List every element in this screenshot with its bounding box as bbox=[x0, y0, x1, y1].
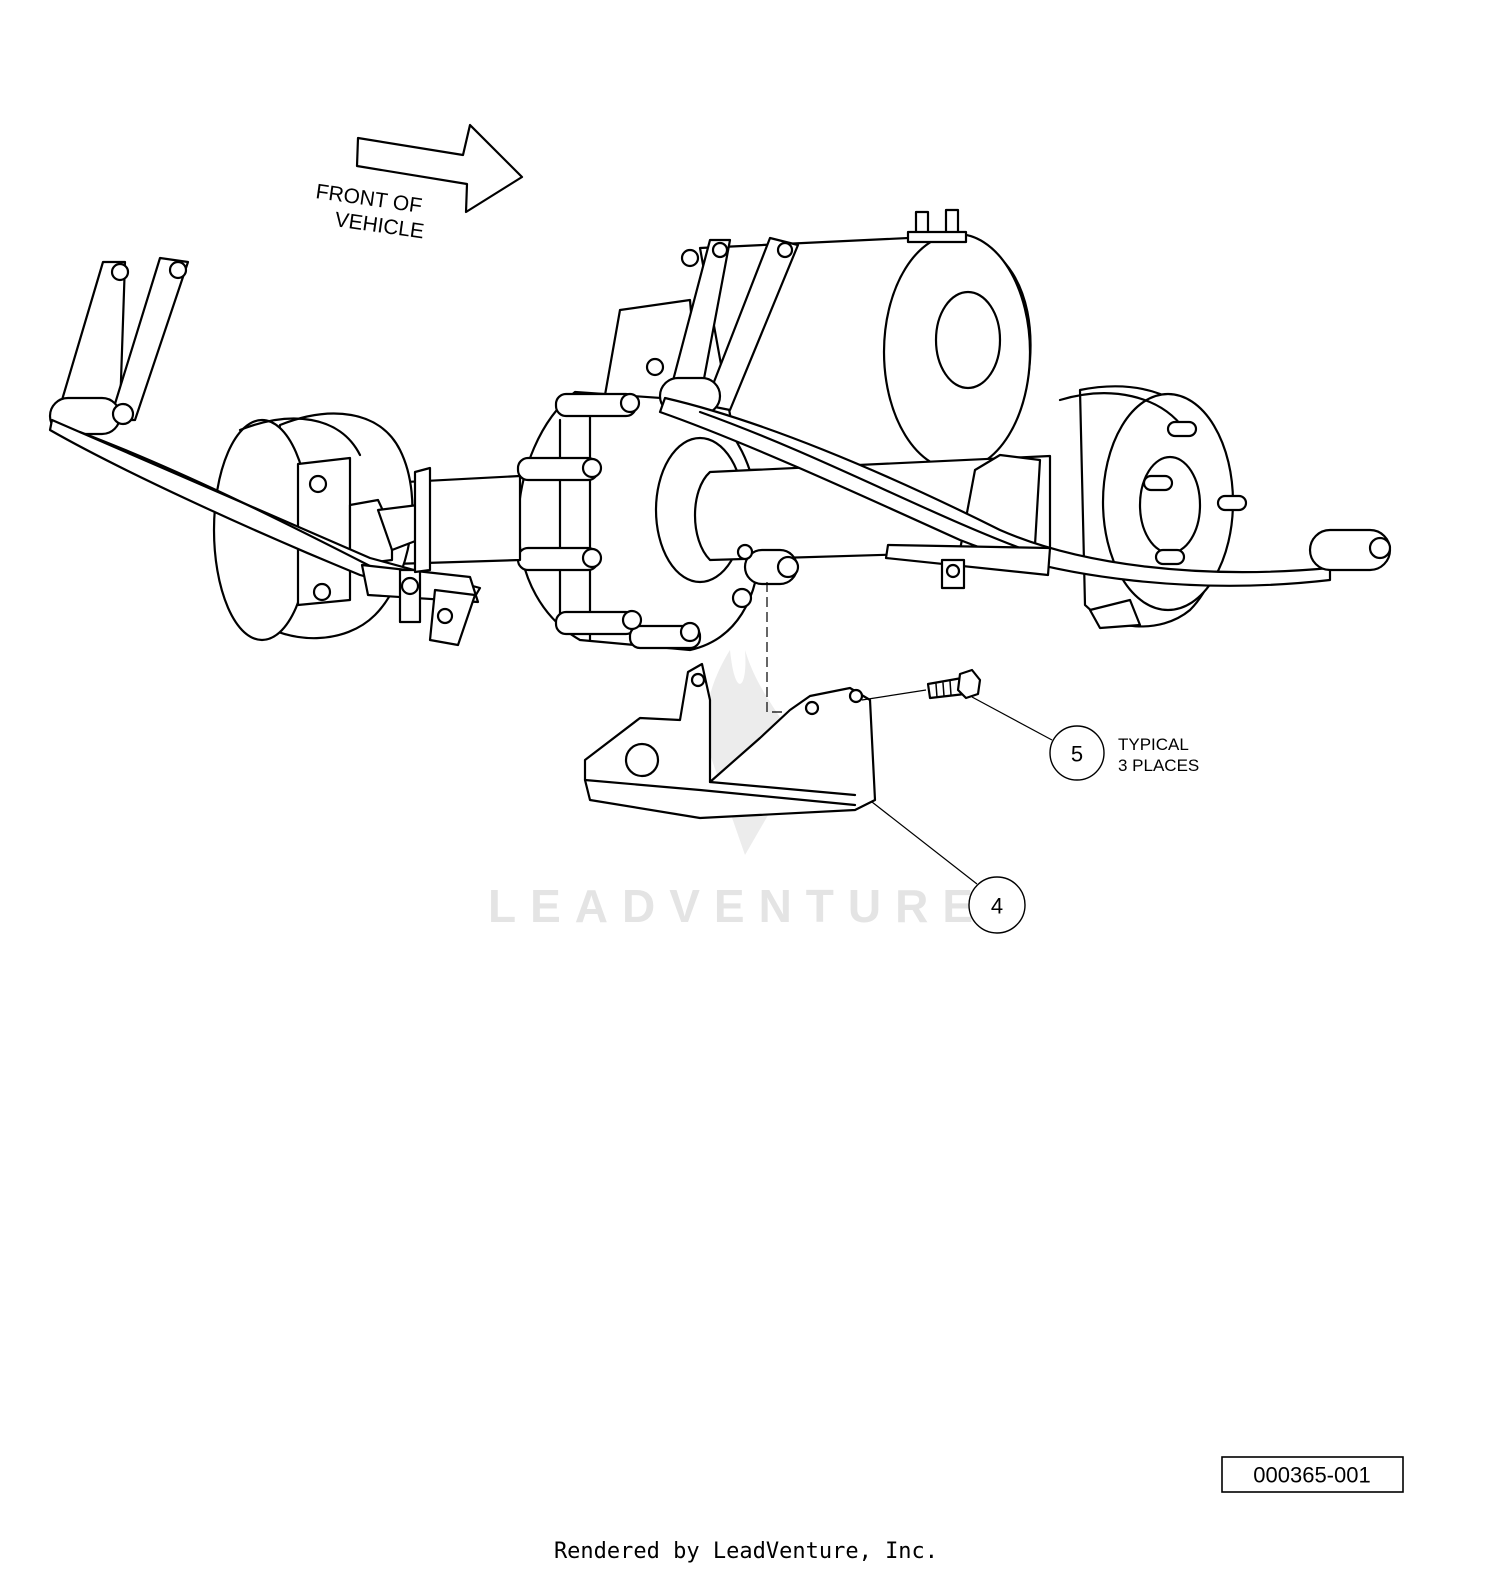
callout-note-typical: TYPICAL bbox=[1118, 735, 1189, 754]
callout-number-5: 5 bbox=[1071, 742, 1083, 767]
callout-note-places: 3 PLACES bbox=[1118, 756, 1199, 775]
right-leaf-spring bbox=[658, 236, 1392, 590]
direction-arrow-icon bbox=[355, 123, 524, 214]
left-leaf-spring bbox=[48, 256, 482, 647]
left-brake-drum bbox=[212, 412, 420, 642]
part-4-guard-plate bbox=[583, 662, 877, 820]
balloon-4 bbox=[968, 876, 1026, 934]
assembly-lines bbox=[766, 582, 927, 713]
watermark-text: LEADVENTURE bbox=[488, 880, 987, 932]
callout-5: 5 TYPICAL 3 PLACES bbox=[971, 696, 1199, 781]
figure-id-box: 000365-001 bbox=[1221, 1456, 1404, 1493]
motor-housing bbox=[698, 208, 1032, 472]
balloon-5 bbox=[1049, 725, 1105, 781]
diff-mount-boss bbox=[736, 543, 800, 586]
rendered-by-footer: Rendered by LeadVenture, Inc. bbox=[554, 1539, 938, 1564]
part-5-bolt bbox=[926, 668, 982, 700]
callout-4: 4 bbox=[871, 801, 1026, 934]
figure-id: 000365-001 bbox=[1253, 1463, 1370, 1488]
rear-axle-assembly bbox=[48, 208, 1392, 652]
callout-number-4: 4 bbox=[991, 894, 1003, 919]
front-of-vehicle-arrow: FRONT OF VEHICLE bbox=[314, 123, 524, 243]
